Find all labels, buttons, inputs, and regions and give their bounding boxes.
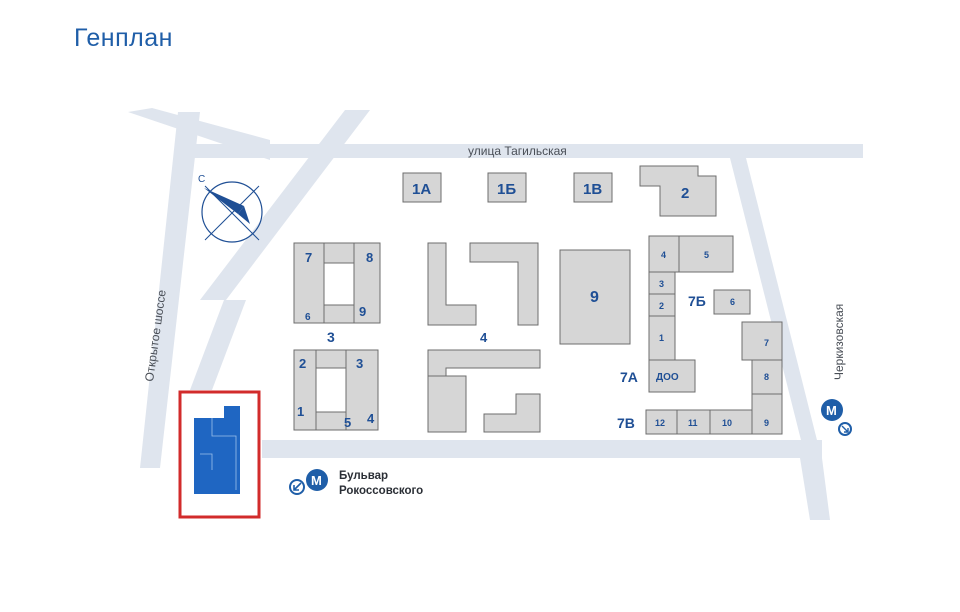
building-7[interactable]	[645, 235, 783, 435]
building-1a[interactable]	[402, 172, 442, 203]
b4-lower-mid	[427, 375, 467, 433]
road-diagonal-mid	[200, 110, 370, 300]
metro-icon-letter: М	[311, 473, 322, 488]
road-tagilskaya	[180, 144, 863, 158]
metro-cherkizovskaya-exit-path	[841, 425, 849, 433]
b7-sec12	[645, 409, 678, 435]
b3-lower-top	[315, 349, 347, 369]
b7-sec11-label: 11	[688, 418, 698, 428]
b7-sec10-label: 10	[722, 418, 732, 428]
building-9-label: 9	[590, 289, 599, 306]
b7-sec1-label: 1	[659, 333, 664, 343]
b4-upper-right	[469, 242, 539, 326]
b3-sec1-label: 1	[297, 404, 304, 419]
building-1b[interactable]	[487, 172, 527, 203]
b3-lower-right	[345, 349, 379, 431]
building-7b-label: 7Б	[688, 293, 706, 309]
b3-sec8-label: 8	[366, 250, 373, 265]
building-7v-label: 7В	[617, 415, 635, 431]
compass-needle-tail	[238, 206, 250, 224]
b7-sec4-label: 4	[661, 250, 666, 260]
building-3[interactable]	[293, 242, 381, 431]
highlight-frame	[178, 390, 261, 519]
b3-sec3-label: 3	[356, 356, 363, 371]
b3-sec2-label: 2	[299, 356, 306, 371]
road-diagonal-lower	[190, 300, 246, 390]
building-1v[interactable]	[573, 172, 613, 203]
b7-sec7-label: 7	[764, 338, 769, 348]
b4-upper-left	[427, 242, 477, 326]
highlighted-plot[interactable]	[194, 406, 240, 494]
b7-sec10	[709, 409, 753, 435]
building-2-label: 2	[681, 185, 689, 202]
b3-sec9-label: 9	[359, 304, 366, 319]
b7-sec2-label: 2	[659, 301, 664, 311]
building-1a-label: 1А	[412, 181, 431, 198]
metro-cherkizovskaya-icon	[821, 399, 843, 421]
building-4-label: 4	[480, 330, 488, 345]
metro-icon	[306, 469, 328, 491]
b3-upper-left	[293, 242, 325, 324]
b7-doo	[648, 359, 696, 393]
metro-exit-arrow-path	[293, 482, 302, 491]
b7-sec5	[678, 235, 734, 273]
b7-doo-label: ДОО	[656, 372, 679, 383]
metro-cherkizovskaya[interactable]: М	[821, 399, 852, 436]
b3-upper-top	[323, 242, 355, 264]
b7-sec3-label: 3	[659, 279, 664, 289]
compass: С	[198, 174, 263, 243]
compass-needle-icon	[204, 188, 244, 214]
building-4[interactable]	[427, 242, 541, 433]
highlighted-plot-inner-lines	[211, 418, 237, 490]
b3-sec7-label: 7	[305, 250, 312, 265]
b7-sec6-label: 6	[730, 297, 735, 307]
street-label-tagilskaya: улица Тагильская	[468, 144, 567, 158]
compass-line-b	[204, 185, 260, 241]
road-cherkizovskaya	[730, 158, 822, 460]
road-left-diagonal	[128, 108, 270, 160]
roads	[128, 108, 863, 520]
b3-sec4-label: 4	[367, 411, 375, 426]
street-label-cherkizovskaya: Черкизовская	[832, 304, 846, 380]
road-bottom	[262, 440, 822, 458]
b7-sec5-label: 5	[704, 250, 709, 260]
b3-lower-left	[293, 349, 317, 431]
b7-sec6	[713, 289, 751, 315]
building-2[interactable]	[639, 165, 717, 217]
b7-sec9-label: 9	[764, 418, 769, 428]
b7-sec8	[751, 359, 783, 395]
metro-bulvar-rokossovskogo[interactable]: М Бульвар Рокоссовского	[289, 469, 423, 497]
b3-upper-bottom	[323, 304, 355, 324]
metro-station-name-line1: Бульвар	[339, 470, 388, 482]
compass-ring	[201, 181, 263, 243]
building-3-label: 3	[327, 329, 335, 345]
b3-sec6-label: 6	[305, 312, 311, 323]
building-9[interactable]	[559, 249, 631, 345]
highlighted-plot-inner-lines-2	[200, 453, 213, 470]
building-1v-label: 1В	[583, 181, 602, 198]
building-7a-label: 7А	[620, 369, 638, 385]
page-title: Генплан	[74, 24, 173, 52]
b3-sec5-label: 5	[344, 415, 351, 430]
b7-sec9	[751, 393, 783, 435]
b7-sec8-label: 8	[764, 372, 769, 382]
buildings-row-top	[402, 165, 717, 217]
b3-upper-right	[353, 242, 381, 324]
metro-cherkizovskaya-letter: М	[826, 403, 837, 418]
b4-lower-right	[483, 393, 541, 433]
building-1b-label: 1Б	[497, 181, 516, 198]
metro-station-name-line2: Рокоссовского	[339, 485, 423, 497]
road-bottom-right-down	[800, 458, 830, 520]
road-otkrytoe	[140, 112, 200, 468]
b7-sec7	[741, 321, 783, 361]
compass-north-label: С	[198, 174, 205, 185]
b7-sec12-label: 12	[655, 418, 665, 428]
b3-lower-bottom	[315, 411, 347, 431]
